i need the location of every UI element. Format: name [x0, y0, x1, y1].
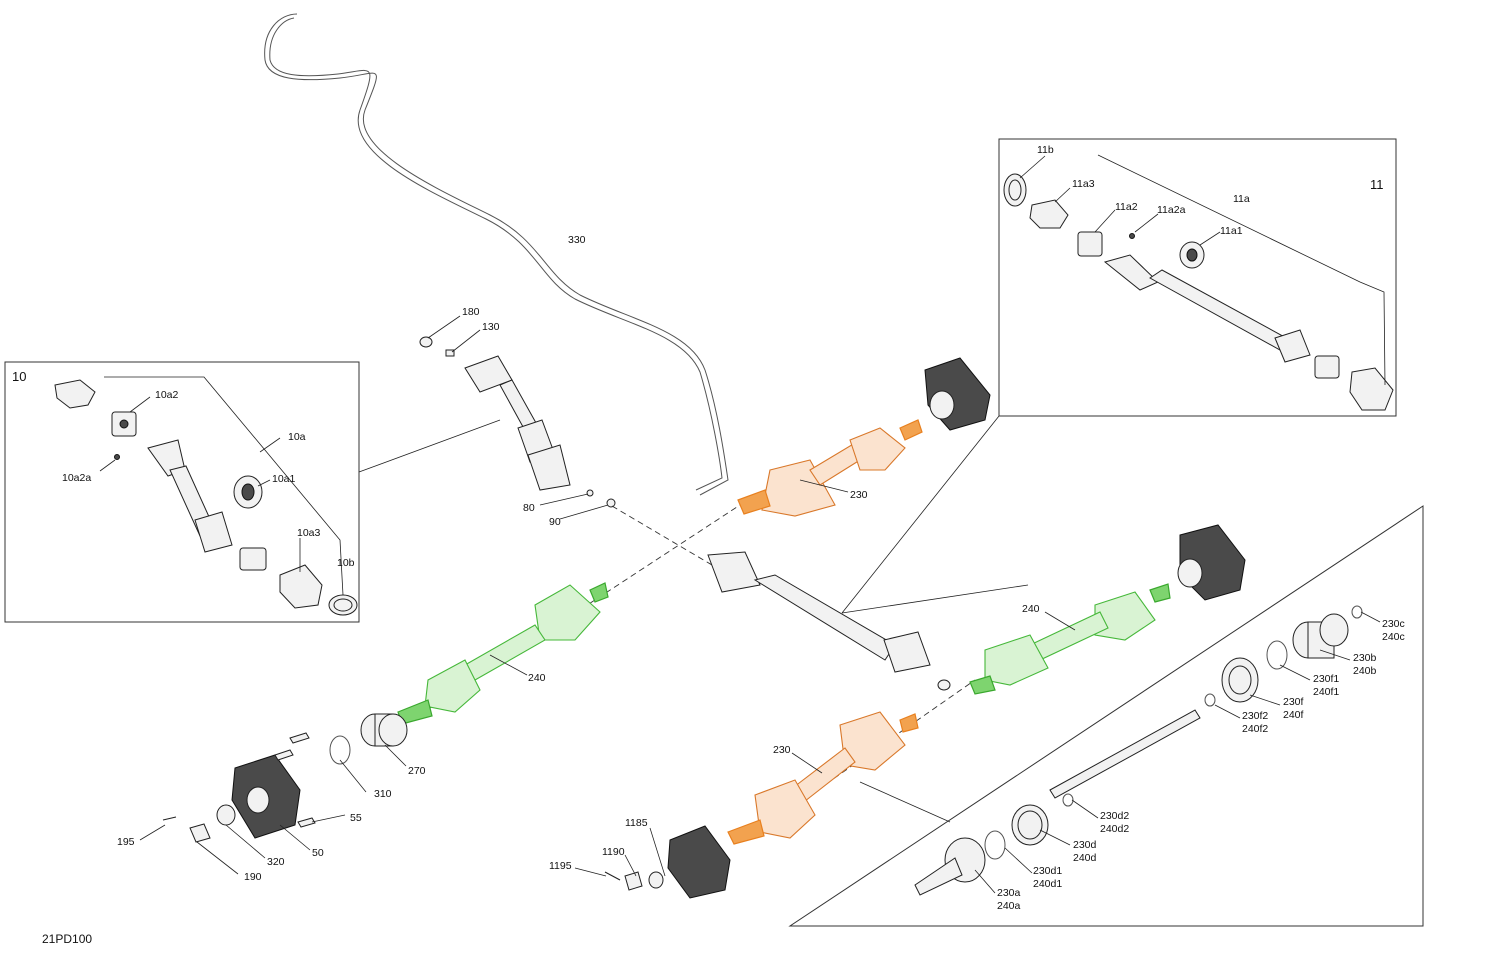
label-240-lower: 240	[528, 672, 546, 684]
label-240b: 240b	[1353, 665, 1377, 677]
label-270: 270	[408, 765, 426, 777]
inner-joint-230b	[1292, 613, 1349, 659]
label-230a: 230a	[997, 887, 1021, 899]
cv-breakdown-panel: 230c 240c 230b 240b 230f1 240f1 230f 240…	[788, 505, 1424, 927]
group-box-10: 10	[4, 361, 360, 623]
label-240d: 240d	[1073, 852, 1097, 864]
label-11a1: 11a1	[1220, 225, 1243, 237]
label-230f2: 230f2	[1242, 710, 1268, 722]
label-11a2: 11a2	[1115, 201, 1138, 213]
label-1185: 1185	[625, 817, 648, 829]
label-240-right: 240	[1022, 603, 1040, 615]
group-label-10: 10	[12, 369, 26, 384]
bearing-270	[360, 713, 408, 747]
label-240d2: 240d2	[1100, 823, 1129, 835]
label-90: 90	[549, 516, 561, 528]
label-10b: 10b	[337, 557, 355, 569]
label-230d: 230d	[1073, 839, 1097, 851]
label-11b: 11b	[1037, 144, 1054, 156]
label-10a2: 10a2	[155, 389, 179, 401]
boot-230f	[1221, 657, 1259, 703]
hub-far-right	[1177, 524, 1246, 601]
label-330: 330	[568, 234, 586, 246]
label-240f: 240f	[1283, 709, 1304, 721]
rear-driveshaft	[707, 551, 951, 691]
label-130: 130	[482, 321, 500, 333]
label-50: 50	[312, 847, 324, 859]
outer-joint-230a	[914, 837, 986, 896]
label-320: 320	[267, 856, 285, 868]
spider-10a2	[111, 411, 137, 437]
boot-10a1	[233, 475, 263, 509]
hub-lower-left	[162, 713, 408, 843]
drawing-code: 21PD100	[42, 932, 92, 946]
label-1195: 1195	[549, 860, 572, 872]
ring-10b	[328, 594, 358, 616]
label-190: 190	[244, 871, 262, 883]
label-230f: 230f	[1283, 696, 1304, 708]
label-1190: 1190	[602, 846, 625, 858]
group-label-11: 11	[1370, 177, 1384, 192]
front-driveshaft	[419, 336, 616, 508]
cv-shaft-230-upper	[737, 419, 923, 517]
cv-shaft-230-lower	[727, 711, 919, 845]
label-55: 55	[350, 812, 362, 824]
label-195: 195	[117, 836, 135, 848]
cv-shaft-240-right	[969, 583, 1171, 695]
label-11a: 11a	[1233, 193, 1250, 205]
label-11a3: 11a3	[1072, 178, 1095, 190]
boot-11a1	[1179, 241, 1205, 269]
label-11a2a: 11a2a	[1157, 204, 1186, 216]
shaft-10a	[147, 439, 233, 553]
label-230c: 230c	[1382, 618, 1405, 630]
label-230f1: 230f1	[1313, 673, 1339, 685]
label-230d2: 230d2	[1100, 810, 1129, 822]
label-10a1: 10a1	[272, 473, 296, 485]
label-230d1: 230d1	[1033, 865, 1062, 877]
label-230b: 230b	[1353, 652, 1377, 664]
hub-lower-center	[604, 825, 731, 899]
label-230-upper: 230	[850, 489, 868, 501]
label-240a: 240a	[997, 900, 1021, 912]
boot-230d	[1011, 804, 1049, 846]
cable-330	[264, 13, 729, 496]
label-180: 180	[462, 306, 480, 318]
label-310: 310	[374, 788, 392, 800]
label-230-lower: 230	[773, 744, 791, 756]
leader-box11-to-driveshaft	[841, 415, 1000, 614]
label-240f2: 240f2	[1242, 723, 1268, 735]
label-240d1: 240d1	[1033, 878, 1062, 890]
cv-shaft-240-left	[397, 582, 609, 725]
label-240c: 240c	[1382, 631, 1405, 643]
label-80: 80	[523, 502, 535, 514]
hub-upper-right	[924, 357, 991, 431]
label-10a3: 10a3	[297, 527, 321, 539]
label-10a: 10a	[288, 431, 306, 443]
group-box-11: 11 11b 11a3 11a2 11a2a 11a 11a1	[998, 138, 1397, 417]
label-240f1: 240f1	[1313, 686, 1339, 698]
label-10a2a: 10a2a	[62, 472, 91, 484]
shaft-11a	[1103, 254, 1311, 363]
leader-box10-to-driveshaft	[358, 419, 501, 473]
ring-11b	[1003, 173, 1027, 207]
